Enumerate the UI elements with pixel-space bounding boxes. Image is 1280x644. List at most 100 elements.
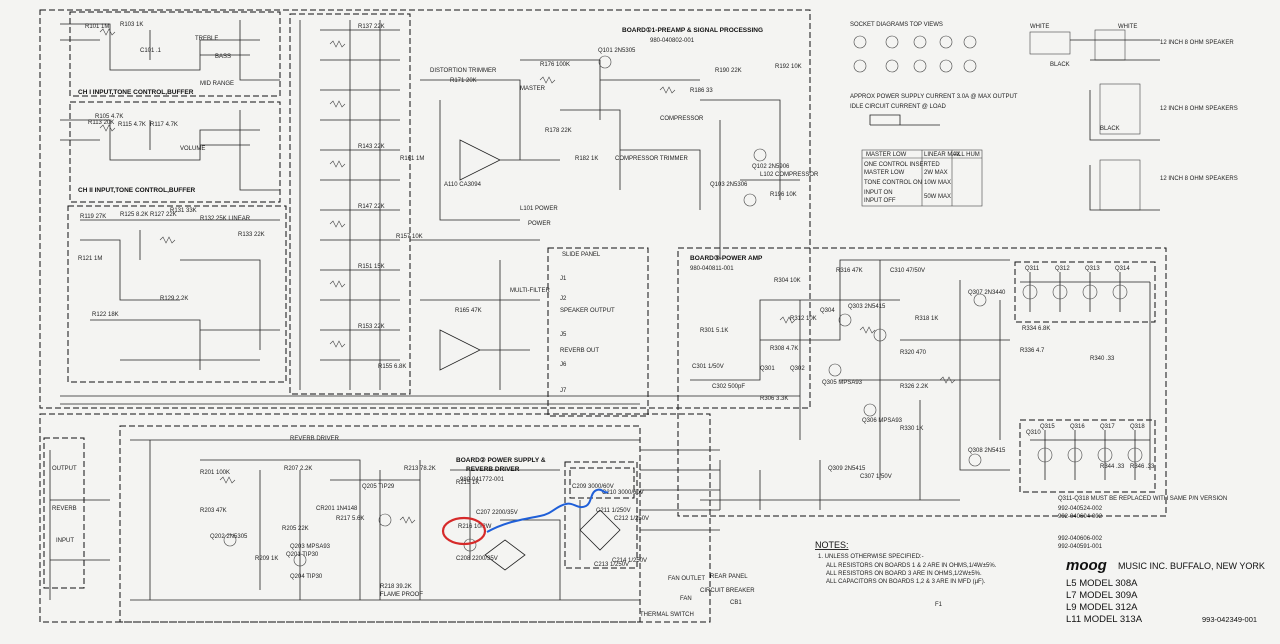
socket-diagrams-label: SOCKET DIAGRAMS TOP VIEWS <box>850 22 943 28</box>
r205-label: R205 22K <box>282 526 309 532</box>
q312-label: Q312 <box>1055 266 1070 272</box>
q306-label: Q306 MPSA93 <box>862 418 903 424</box>
r127-label: R127 22K <box>150 212 177 218</box>
q315-label: Q315 <box>1040 424 1055 430</box>
c310-label: C310 47/50V <box>890 268 925 274</box>
q311-label: Q311 <box>1025 266 1040 272</box>
r192-label: R192 10K <box>775 64 802 70</box>
j6-label: J6 <box>560 362 567 368</box>
l102-label: L102 COMPRESSOR <box>760 172 819 178</box>
compressor-label: COMPRESSOR <box>660 116 704 122</box>
ch2-frame <box>69 101 281 203</box>
c212-label: C212 1/250V <box>614 516 649 522</box>
r216-label: R216 10/2W <box>458 524 492 530</box>
part-number-3: 992-040606-002 <box>1058 536 1103 542</box>
r217-label: R217 5.6K <box>336 516 364 522</box>
r147-label: R147 22K <box>358 204 385 210</box>
q301-label: Q301 <box>760 366 775 372</box>
legend-area: SOCKET DIAGRAMS TOP VIEWS APPROX POWER S… <box>850 22 1018 207</box>
r201-label: R201 100K <box>200 470 230 476</box>
c210-label: C210 3000/60V <box>602 490 644 496</box>
part-number-2: 992-040604-002 <box>1058 514 1103 520</box>
current-note: IDLE CIRCUIT CURRENT @ LOAD <box>850 104 947 110</box>
cr201-label: CR201 1N4148 <box>316 506 358 512</box>
r336-label: R336 4.7 <box>1020 348 1045 354</box>
r103-label: R103 1K <box>120 22 143 28</box>
a110-label: A110 CA3094 <box>444 182 482 188</box>
q308-label: Q308 2N5415 <box>968 448 1006 454</box>
r182-label: R182 1K <box>575 156 598 162</box>
q318-label: Q318 <box>1130 424 1145 430</box>
q316-label: Q316 <box>1070 424 1085 430</box>
part-number-4: 992-040591-001 <box>1058 544 1103 550</box>
r113-label: R113 20K <box>88 120 114 126</box>
output-jack-label: OUTPUT <box>52 466 77 472</box>
r117-label: R117 4.7K <box>150 122 178 128</box>
speaker-wire-black-1: BLACK <box>1050 62 1070 68</box>
q202-label: Q202 2N5305 <box>210 534 248 540</box>
r119-label: R119 27K <box>80 214 106 220</box>
r316-label: R316 47K <box>836 268 863 274</box>
r213-label: R213 78.2K <box>404 466 436 472</box>
r131-label: R131 33K <box>170 208 197 214</box>
r190-label: R190 22K <box>715 68 742 74</box>
filter-frame <box>289 13 411 395</box>
compressor-trimmer-label: COMPRESSOR TRIMMER <box>615 156 689 162</box>
r344-label: R344 .33 <box>1100 464 1125 470</box>
thermal-switch-label: THERMAL SWITCH <box>640 612 694 618</box>
r122-label: R122 18K <box>92 312 119 318</box>
board1-title: BOARD①1-PREAMP & SIGNAL PROCESSING <box>622 26 763 34</box>
r312-label: R312 10K <box>790 316 817 322</box>
r304-label: R304 10K <box>774 278 801 284</box>
board3-wiring <box>690 259 1151 510</box>
speaker-3-label: 12 INCH 8 OHM SPEAKERS <box>1160 176 1238 182</box>
r133-label: R133 22K <box>238 232 265 238</box>
board3-frame <box>677 247 1167 517</box>
r176-label: R176 100K <box>540 62 570 68</box>
q305-label: Q305 MPSA93 <box>822 380 863 386</box>
ch2-section-label: CH II INPUT,TONE CONTROL,BUFFER <box>78 187 196 194</box>
c307-label: C307 1/50V <box>860 474 892 480</box>
j5-label: J5 <box>560 332 567 338</box>
q204-label: Q204 TIP30 <box>290 574 323 580</box>
model-1: L5 MODEL 308A <box>1066 578 1138 589</box>
speaker-1-label: 12 INCH 8 OHM SPEAKER <box>1160 40 1234 46</box>
q203-label: Q203 MPSA93 <box>290 544 331 550</box>
c101-label: C101 .1 <box>140 48 162 54</box>
company-name: MUSIC INC. BUFFALO, NEW YORK <box>1118 561 1265 571</box>
transistor-glyphs <box>223 55 1143 567</box>
board1-part: 980-040802-001 <box>650 38 695 44</box>
rear-panel-label: REAR PANEL <box>710 574 748 580</box>
filter-cap-frame <box>569 467 635 499</box>
c211-label: C211 1/250V <box>596 508 631 514</box>
q302-label: Q302 <box>790 366 805 372</box>
notes-line-1: 1. UNLESS OTHERWISE SPECIFIED:- <box>818 554 924 560</box>
c213-label: C213 1/250V <box>594 562 629 568</box>
r334-label: R334 6.8K <box>1022 326 1050 332</box>
r153-label: R153 22K <box>358 324 385 330</box>
eq-frame <box>67 205 287 383</box>
highlight-circle-r216 <box>441 516 487 546</box>
table-value-2: 10W MAX <box>924 180 951 186</box>
io-panel-frame <box>43 437 85 589</box>
notes-heading: NOTES: <box>815 540 849 550</box>
board2-frame <box>119 425 641 623</box>
r101-label: R101 1M <box>85 24 109 30</box>
fuse-label: F1 <box>935 602 943 608</box>
notes-line-3: ALL RESISTORS ON BOARD 3 ARE IN OHMS,1/2… <box>826 571 982 577</box>
table-row-1: ONE CONTROL INSERTED <box>864 162 940 168</box>
board2-title: BOARD② POWER SUPPLY & <box>456 456 546 464</box>
part-number-1: 992-040524-002 <box>1058 506 1103 512</box>
board2-subtitle: REVERB DRIVER <box>466 466 520 473</box>
r301-label: R301 5.1K <box>700 328 728 334</box>
multi-filter-label: MULTI-FILTER <box>510 288 550 294</box>
drawing-number: 993-042349-001 <box>1202 615 1257 624</box>
q313-label: Q313 <box>1085 266 1100 272</box>
board1-wiring <box>60 20 800 405</box>
flame-proof-label: FLAME PROOF <box>380 592 423 598</box>
r320-label: R320 470 <box>900 350 927 356</box>
annotation-trace <box>486 488 609 533</box>
master-label: MASTER <box>520 86 546 92</box>
r115-label: R115 4.7K <box>118 122 146 128</box>
r155-label: R155 6.8K <box>378 364 406 370</box>
